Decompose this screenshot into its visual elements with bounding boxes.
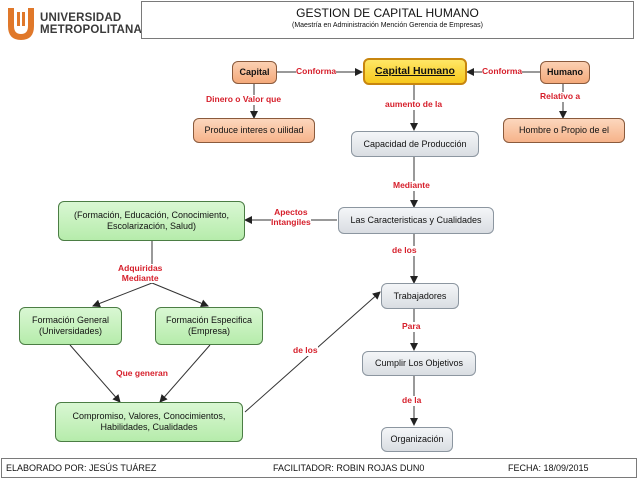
footer-bar (1, 458, 637, 478)
node-hombre: Hombre o Propio de el (503, 118, 625, 143)
label-adquiridas: Adquiridas Mediante (118, 263, 163, 283)
label-para: Para (402, 321, 421, 332)
edge-general-to-compromiso (69, 344, 121, 403)
university-name: UNIVERSIDAD METROPOLITANA (40, 12, 142, 36)
node-formacion-especifica: Formación Especifica (Empresa) (155, 307, 263, 345)
node-caracteristicas: Las Caracteristicas y Cualidades (338, 207, 494, 234)
label-conforma-right: Conforma (482, 66, 523, 77)
node-formacion-general: Formación General (Universidades) (19, 307, 122, 345)
label-relativo: Relativo a (540, 91, 581, 102)
header-box (141, 1, 634, 39)
node-capital-humano: Capital Humano (363, 58, 467, 85)
page-title: GESTION DE CAPITAL HUMANO (296, 6, 479, 20)
label-de-los-1: de los (392, 245, 417, 256)
label-de-la: de la (402, 395, 422, 406)
footer-facilitator: FACILITADOR: ROBIN ROJAS DUN0 (273, 463, 425, 473)
footer-date: FECHA: 18/09/2015 (508, 463, 589, 473)
node-organizacion: Organización (381, 427, 453, 452)
logo-line-2: METROPOLITANA (40, 24, 143, 36)
label-de-los-2: de los (293, 345, 318, 356)
edge-formacion-to-especifica (151, 282, 209, 308)
edge-formacion-to-general (92, 282, 153, 308)
label-aspectos: Apectos Intangiles (271, 207, 311, 227)
footer-author: ELABORADO POR: JESÚS TUÁREZ (6, 463, 157, 473)
label-que-generan: Que generan (116, 368, 168, 379)
label-aumento: aumento de la (385, 99, 443, 110)
node-humano: Humano (540, 61, 590, 84)
node-capital: Capital (232, 61, 277, 84)
edge-especifica-to-compromiso (159, 344, 211, 403)
node-trabajadores: Trabajadores (381, 283, 459, 309)
label-mediante: Mediante (393, 180, 430, 191)
node-formacion: (Formación, Educación, Conocimiento, Esc… (58, 201, 245, 241)
node-produce: Produce interes o uilidad (193, 118, 315, 143)
logo-line-1: UNIVERSIDAD (40, 12, 122, 24)
university-logo (4, 4, 139, 44)
node-compromiso: Compromiso, Valores, Conocimientos, Habi… (55, 402, 243, 442)
university-seal-icon (8, 8, 34, 40)
page-subtitle: (Maestría en Administración Mención Gere… (291, 22, 484, 29)
label-dinero: Dinero o Valor que (206, 94, 282, 105)
label-conforma-left: Conforma (296, 66, 337, 77)
node-cumplir: Cumplir Los Objetivos (362, 351, 476, 376)
node-capacidad: Capacidad de Producción (351, 131, 479, 157)
